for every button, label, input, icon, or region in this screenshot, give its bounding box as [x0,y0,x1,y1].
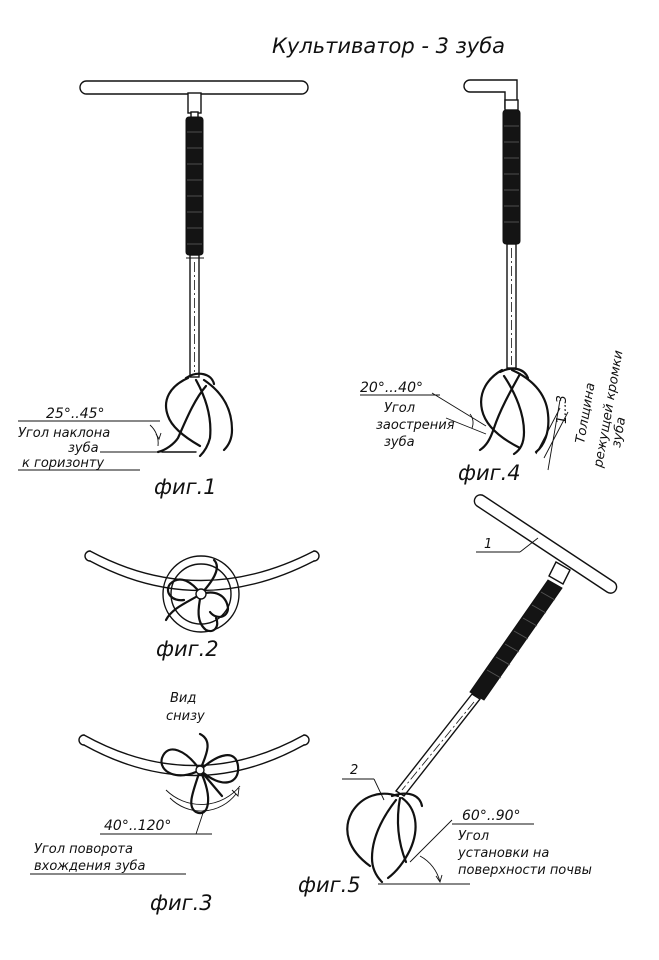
fig3-crossbar [83,734,305,767]
fig1-tines [156,372,234,458]
fig5-callout-2: 2 [350,763,358,778]
fig5-shaft [394,693,482,797]
fig1-label-line-2: зуба [68,441,99,456]
fig1-label-line-3: к горизонту [22,456,104,471]
fig2-crossbar [89,550,315,582]
fig5-crossbar [473,494,618,594]
fig3-view-line-1: Вид [170,691,196,706]
fig1-grip [185,116,204,256]
fig3-dimension: 40°..120° [104,818,171,834]
fig3-label-line-2: вхождения зуба [34,859,146,874]
figure-3: Вид снизу 40°..120° Угол поворота вхожде… [30,691,310,915]
fig4-thickness-line-1: Толщина [573,382,598,445]
fig4-thickness-line-2: режущей кромки [591,349,627,469]
fig1-caption: фиг.1 [154,475,217,499]
fig2-tine-hub [162,555,240,633]
fig1-collar [187,92,202,114]
fig1-dimension: 25°..45° [46,406,105,422]
fig3-tine-loops [160,732,240,815]
fig5-label-line-1: Угол [458,829,489,844]
fig4-tines [478,367,550,456]
fig1-crossbar [79,80,309,95]
fig4-dimension: 20°...40° [360,380,423,396]
fig4-thickness-dim: 1...3 [555,395,570,424]
fig4-caption: фиг.4 [458,461,521,485]
fig5-grip [469,579,563,701]
figure-4: 20°...40° Угол заострения зуба 1...3 Тол… [360,79,629,485]
fig4-thickness-line-3: зуба [609,416,629,449]
fig5-dimension: 60°..90° [462,808,521,824]
figure-5: 1 2 60°..90° Угол установки на поверхнос… [298,494,618,897]
drawing-title: Культиватор - 3 зуба [272,34,505,58]
fig5-label-line-3: поверхности почвы [458,863,592,878]
fig4-label-line-1: Угол [384,401,415,416]
fig3-view-line-2: снизу [166,709,205,724]
figure-2: фиг.2 [84,550,320,661]
fig5-caption: фиг.5 [298,873,361,897]
fig2-caption: фиг.2 [156,637,219,661]
fig4-label-line-2: заострения [376,418,455,433]
fig4-grip [502,109,521,245]
fig1-label-line-1: Угол наклона [18,426,110,441]
fig5-label-line-2: установки на [457,846,549,861]
fig5-callout-1: 1 [484,537,492,552]
fig4-label-line-3: зуба [384,435,415,450]
fig5-tines [346,792,424,884]
fig3-caption: фиг.3 [150,891,213,915]
fig3-label-line-1: Угол поворота [34,842,133,857]
figure-1: 25°..45° Угол наклона зуба к горизонту ф… [18,80,309,499]
